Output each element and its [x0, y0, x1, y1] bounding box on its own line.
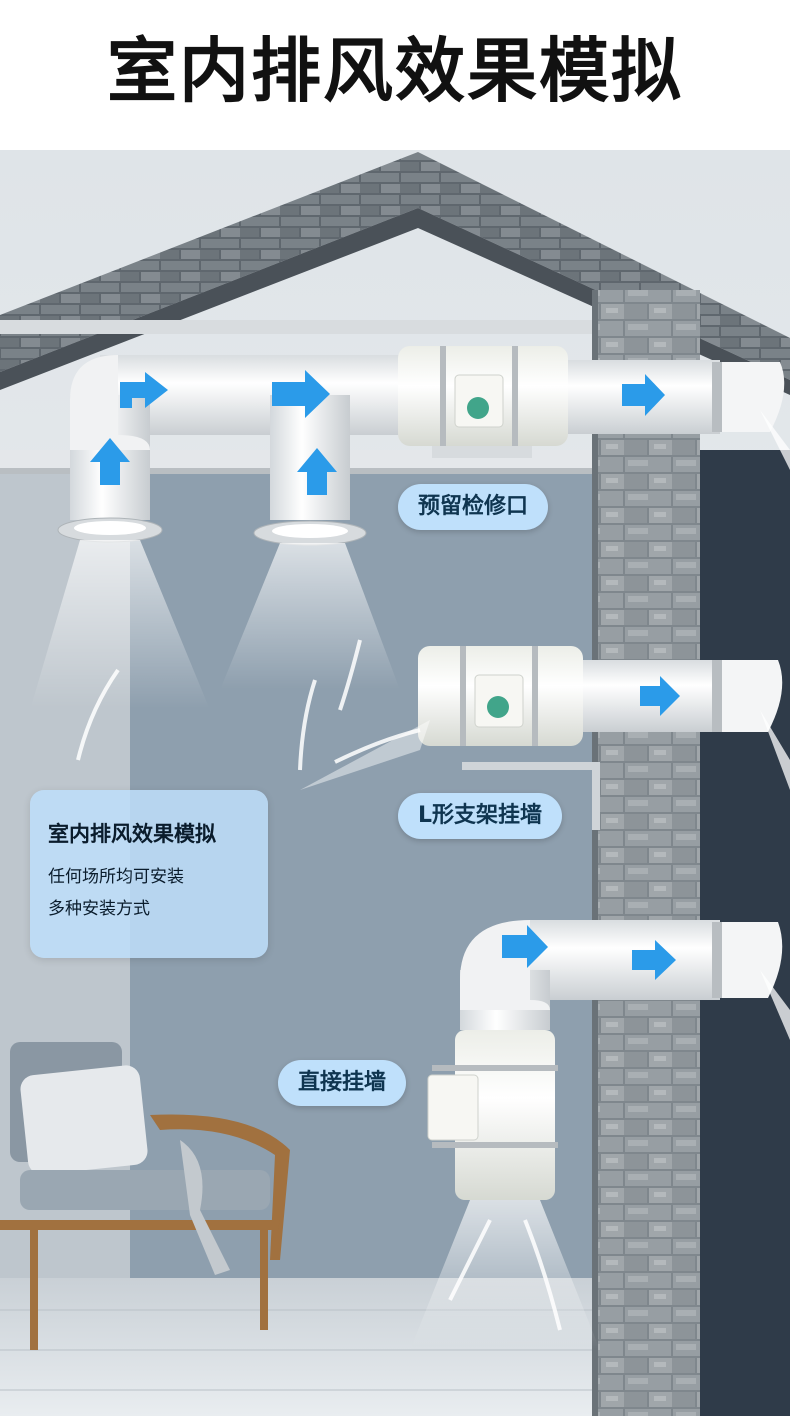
header: 室内排风效果模拟: [0, 0, 790, 150]
info-title: 室内排风效果模拟: [48, 822, 216, 846]
top-duct: [57, 346, 785, 546]
installation-scene: 预留检修口 L形支架挂墙 直接挂墙 室内排风效果模拟 任何场所均可安装 多种安装…: [0, 150, 790, 1416]
info-box: 室内排风效果模拟 任何场所均可安装 多种安装方式: [30, 790, 268, 958]
scene-illustration: [0, 150, 790, 1416]
info-line-1: 任何场所均可安装: [48, 867, 184, 887]
airflow-mist: [30, 410, 790, 1350]
label-l-bracket: L形支架挂墙: [398, 793, 563, 839]
label-reserved-access: 预留检修口: [398, 484, 549, 530]
armchair: [0, 1042, 290, 1350]
bottom-duct: [427, 920, 783, 1200]
middle-duct: [418, 646, 783, 830]
page-title: 室内排风效果模拟: [107, 30, 683, 112]
inflow-arrows: [76, 639, 562, 1331]
airflow-arrows: [90, 370, 680, 980]
info-line-2: 多种安装方式: [48, 899, 150, 919]
label-direct-wall: 直接挂墙: [278, 1060, 407, 1106]
